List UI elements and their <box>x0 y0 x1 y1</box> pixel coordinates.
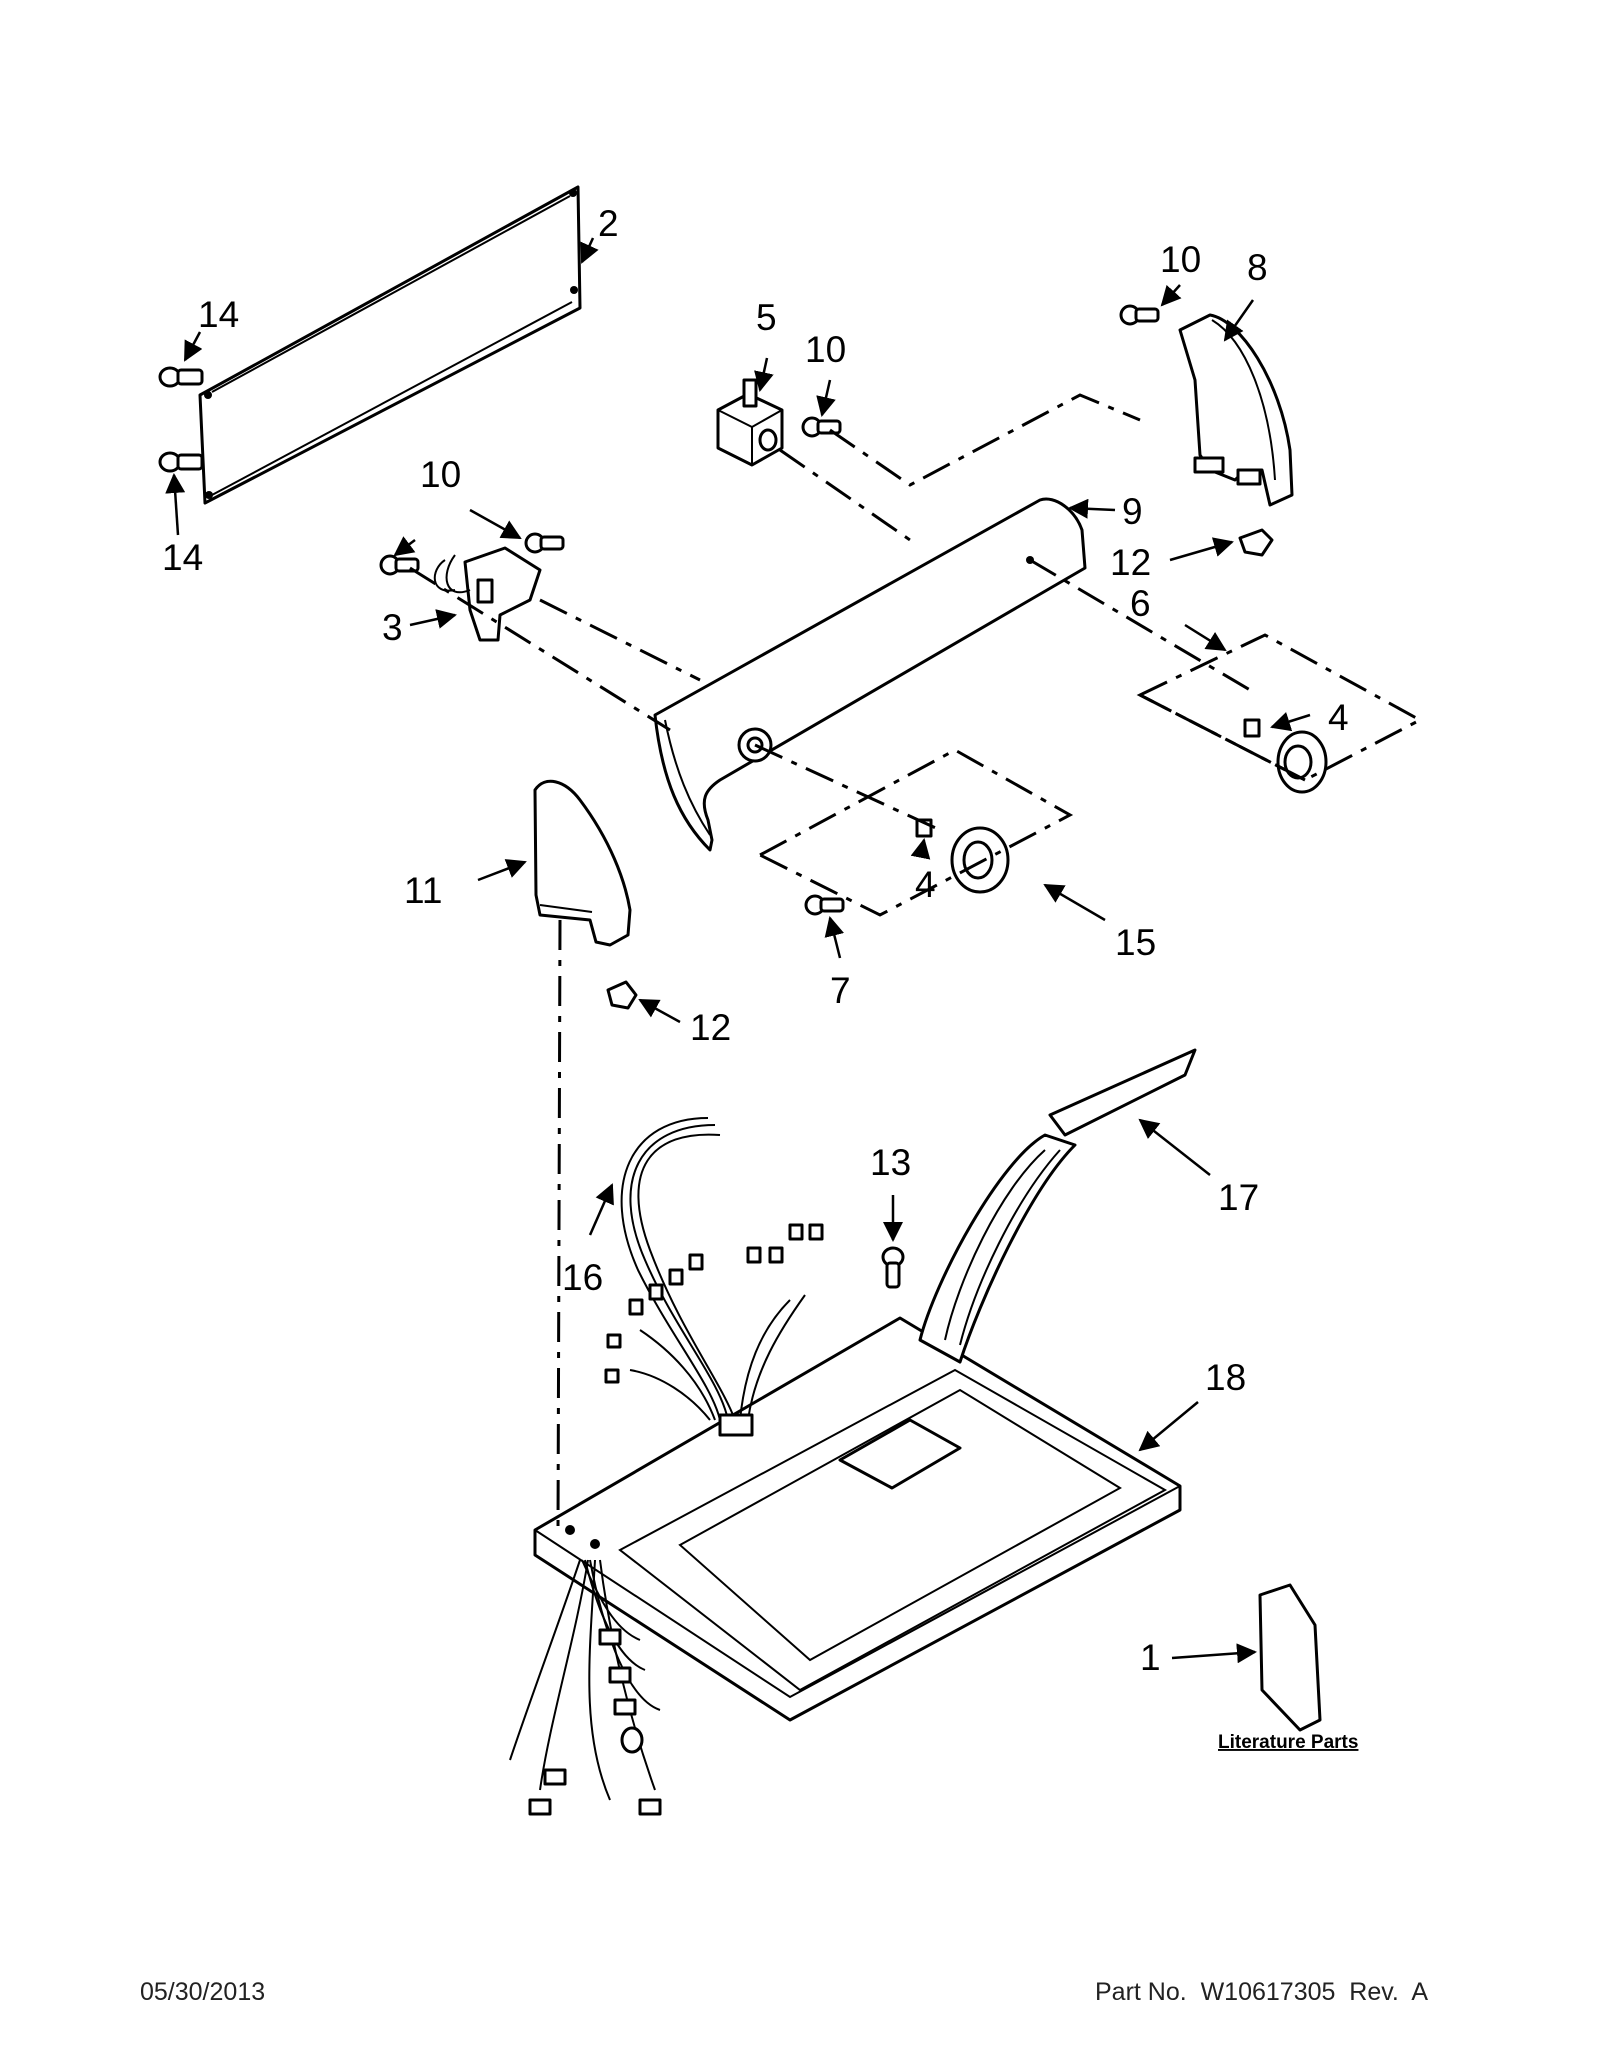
callout-13: 13 <box>870 1142 911 1183</box>
callout-12: 12 <box>1110 542 1151 583</box>
screw-part <box>1119 304 1160 326</box>
callout-17: 17 <box>1218 1177 1259 1218</box>
callout-10: 10 <box>805 329 846 370</box>
right-end-cap-part <box>1178 313 1294 507</box>
callout-6: 6 <box>1130 583 1151 624</box>
screw-part <box>379 554 420 576</box>
callout-2: 2 <box>598 203 619 244</box>
callout-labels: 2 14 14 5 10 10 8 9 12 6 4 10 10 3 11 12… <box>162 203 1349 1678</box>
callout-4: 4 <box>1328 697 1349 738</box>
knob-part <box>915 818 1010 894</box>
callout-10: 10 <box>1160 239 1201 280</box>
callout-3: 3 <box>382 607 403 648</box>
screw-part <box>524 532 565 554</box>
callout-7: 7 <box>830 970 851 1011</box>
leader-arrows <box>165 237 1311 1664</box>
screw-part <box>158 451 204 473</box>
callout-14: 14 <box>162 537 203 578</box>
clip-part <box>606 980 638 1010</box>
callout-18: 18 <box>1205 1357 1246 1398</box>
switch-part <box>716 378 784 467</box>
timer-bracket-part <box>433 546 542 642</box>
screw-part <box>804 894 845 916</box>
callout-12: 12 <box>690 1007 731 1048</box>
screw-part <box>158 366 204 388</box>
callout-10: 10 <box>420 454 461 495</box>
left-end-cap-part <box>533 779 632 947</box>
callout-11: 11 <box>404 870 442 911</box>
footer-date: 05/30/2013 <box>140 1978 265 2006</box>
callout-16: 16 <box>562 1257 603 1298</box>
callout-14: 14 <box>198 294 239 335</box>
clip-part <box>1238 528 1274 557</box>
literature-part <box>1258 1583 1322 1732</box>
callout-1: 1 <box>1140 1637 1161 1678</box>
callout-4: 4 <box>915 864 936 905</box>
screw-part <box>881 1246 905 1289</box>
lint-screen-part <box>918 1048 1197 1364</box>
literature-parts-label: Literature Parts <box>1218 1732 1358 1753</box>
callout-15: 15 <box>1115 922 1156 963</box>
knob-part <box>1243 718 1328 794</box>
footer-part-number: Part No. W10617305 Rev. A <box>1095 1978 1428 2006</box>
rear-panel-part <box>198 185 582 505</box>
wire-harness-part <box>509 1117 824 1816</box>
screw-part <box>801 416 842 438</box>
top-panel-part <box>533 1316 1182 1722</box>
assembly-lines <box>409 393 1424 1531</box>
callout-5: 5 <box>756 297 777 338</box>
callout-9: 9 <box>1122 491 1143 532</box>
callout-8: 8 <box>1247 247 1268 288</box>
